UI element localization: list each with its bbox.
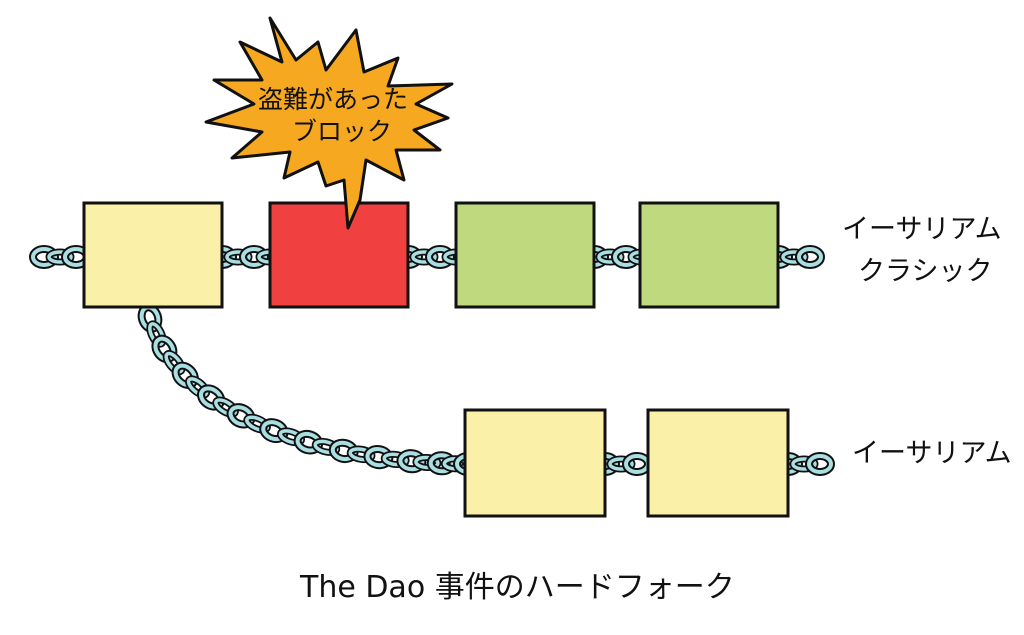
- callout-line-2: ブロック: [292, 117, 392, 146]
- block-genesis: [82, 201, 224, 309]
- chain-link: [148, 322, 165, 346]
- chain-link: [597, 250, 623, 264]
- chain-link: [228, 405, 254, 427]
- chain-link: [330, 440, 357, 462]
- chain-link: [608, 457, 634, 471]
- chain-link: [382, 452, 408, 467]
- chain-link: [173, 363, 197, 387]
- block-eth-1: [463, 408, 607, 518]
- chain-link: [348, 447, 374, 462]
- chain-link: [31, 247, 57, 267]
- label-ethereum-classic-line-2: クラシック: [858, 256, 992, 287]
- chain-link: [797, 247, 823, 267]
- chain-link: [164, 351, 184, 374]
- chain-link: [365, 447, 392, 468]
- block-classic-2: [638, 201, 780, 309]
- label-ethereum: イーサリアム: [852, 438, 1012, 469]
- chain-link: [781, 250, 807, 264]
- chain-link: [427, 247, 453, 267]
- chain-link: [241, 247, 267, 267]
- chain-link: [47, 250, 73, 264]
- chain-link: [198, 386, 224, 409]
- chain-link: [214, 398, 238, 416]
- callout-line-1: 盗難があった: [258, 85, 408, 114]
- chain-link: [807, 454, 833, 474]
- chain-link: [153, 336, 176, 362]
- burst-shape: [204, 16, 454, 230]
- bottom-chain-blocks: [463, 408, 790, 518]
- chain-link: [613, 247, 639, 267]
- chain-link: [411, 250, 437, 264]
- block-eth-2: [646, 408, 790, 518]
- diagram-caption: The Dao 事件のハードフォーク: [299, 570, 735, 605]
- chain-link: [414, 455, 440, 470]
- chain-link: [428, 453, 455, 474]
- block-classic-1: [454, 201, 596, 309]
- chain-link: [186, 377, 209, 397]
- top-chain-blocks: [82, 201, 780, 309]
- chain-link: [225, 250, 251, 264]
- chain-link: [398, 451, 425, 472]
- label-ethereum-classic-line-1: イーサリアム: [842, 214, 1002, 245]
- block-theft: [268, 201, 410, 309]
- chain-link: [791, 457, 817, 471]
- theft-callout: 盗難があった ブロック: [204, 16, 454, 230]
